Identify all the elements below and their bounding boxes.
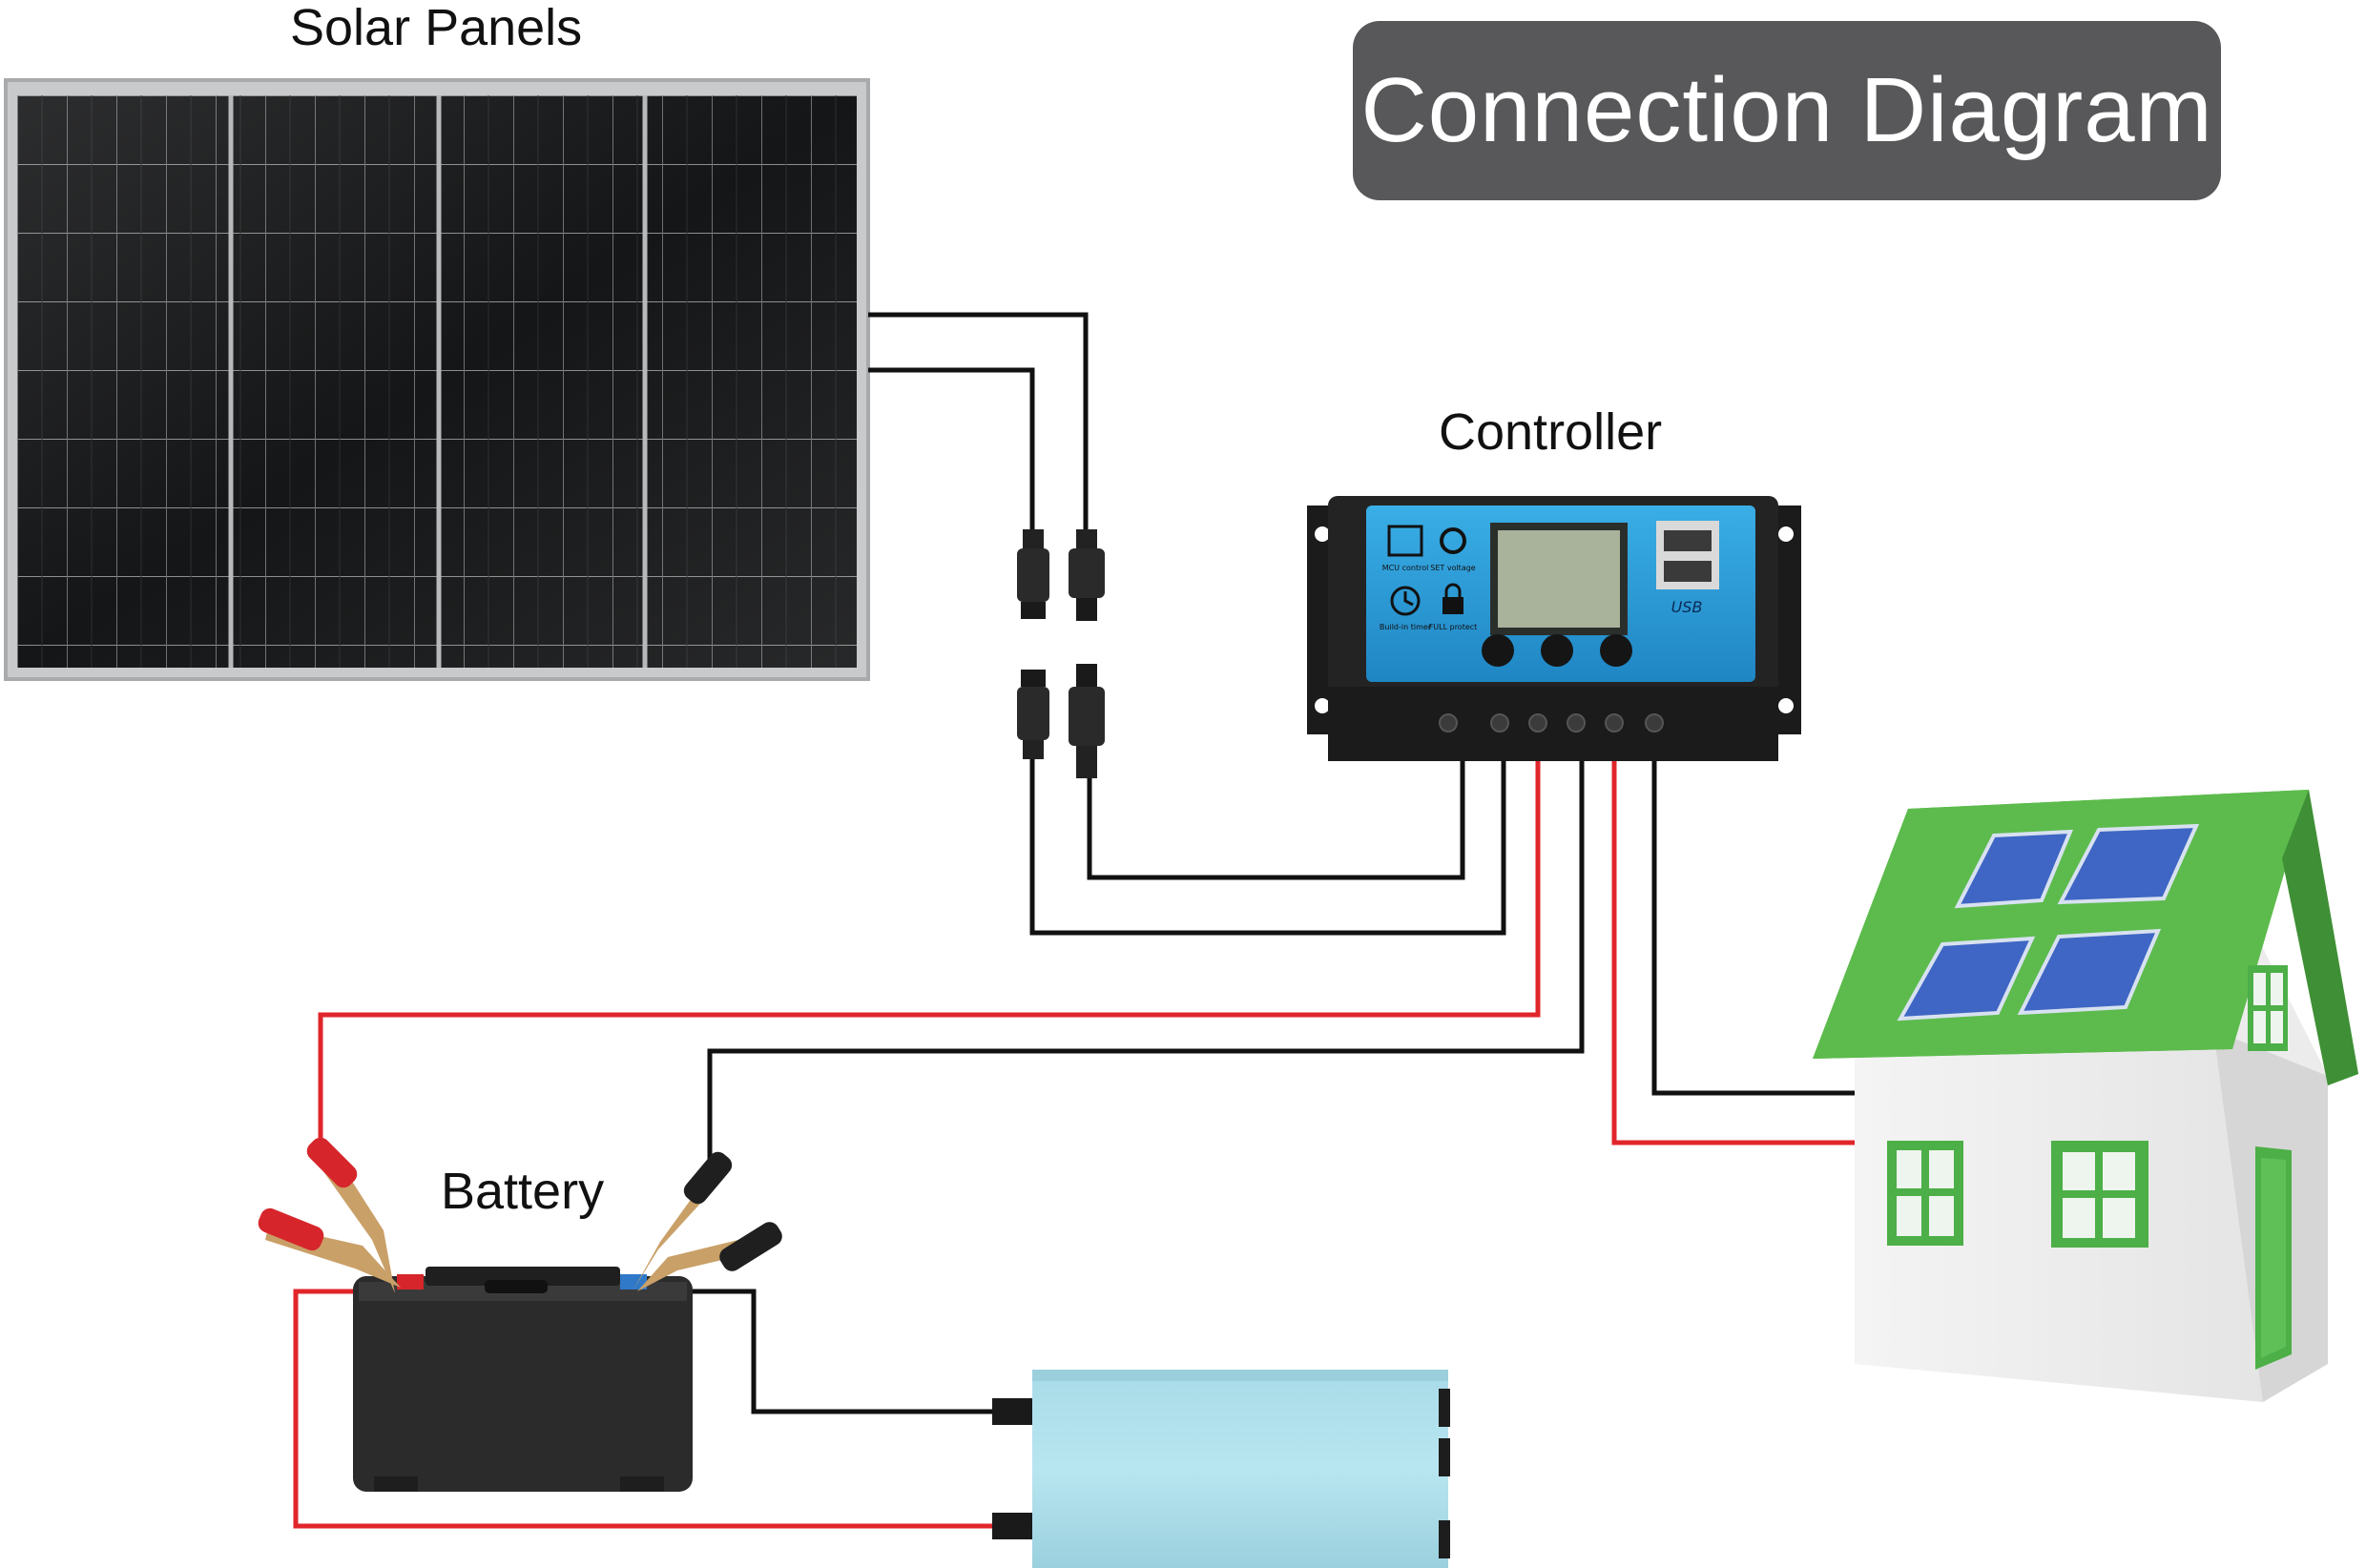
- house-window: [1887, 1141, 1963, 1246]
- controller-icon-label: Build-in timer: [1380, 623, 1432, 631]
- solar-panel: [4, 78, 870, 681]
- solar-panels-label: Solar Panels: [290, 0, 583, 56]
- lock-icon: [1442, 583, 1463, 614]
- controller-icon-label: MCU control: [1382, 564, 1429, 572]
- house-door: [2255, 1146, 2292, 1370]
- inverter: [992, 1370, 1450, 1568]
- controller-terminals: [1439, 713, 1664, 732]
- mc4-connector: [1017, 529, 1049, 619]
- controller-icon-label: FULL protect: [1429, 623, 1478, 631]
- house: [1813, 790, 2358, 1402]
- mcu-control-icon: [1387, 525, 1423, 557]
- controller-to-battery-wires: [318, 760, 1585, 1171]
- title-box: Connection Diagram: [1353, 21, 2221, 200]
- battery-label: Battery: [441, 1163, 605, 1220]
- controller-buttons: [1482, 634, 1632, 667]
- set-voltage-icon: [1440, 527, 1466, 554]
- red-battery-clamp: [258, 1137, 401, 1293]
- house-window: [2248, 965, 2288, 1051]
- controller-to-house-wires: [1611, 760, 1858, 1145]
- charge-controller: MCU control SET voltage Build-in timer F…: [1307, 496, 1801, 761]
- panel-to-controller-wires: [868, 312, 1506, 936]
- mc4-connector: [1069, 664, 1105, 778]
- house-window: [2051, 1141, 2148, 1248]
- usb-label: USB: [1671, 598, 1703, 616]
- controller-label: Controller: [1439, 403, 1663, 461]
- battery: [353, 1267, 693, 1492]
- mc4-connector: [1017, 670, 1049, 759]
- mc4-connector: [1069, 529, 1105, 621]
- roof-solar-panels: [1897, 823, 2200, 1021]
- timer-icon: [1390, 586, 1421, 616]
- battery-to-inverter-wires: [293, 1289, 1002, 1529]
- diagram-title: Connection Diagram: [1360, 59, 2213, 161]
- mc4-connectors: [1017, 529, 1105, 778]
- black-battery-clamp: [633, 1151, 782, 1291]
- controller-icon-label: SET voltage: [1430, 564, 1476, 572]
